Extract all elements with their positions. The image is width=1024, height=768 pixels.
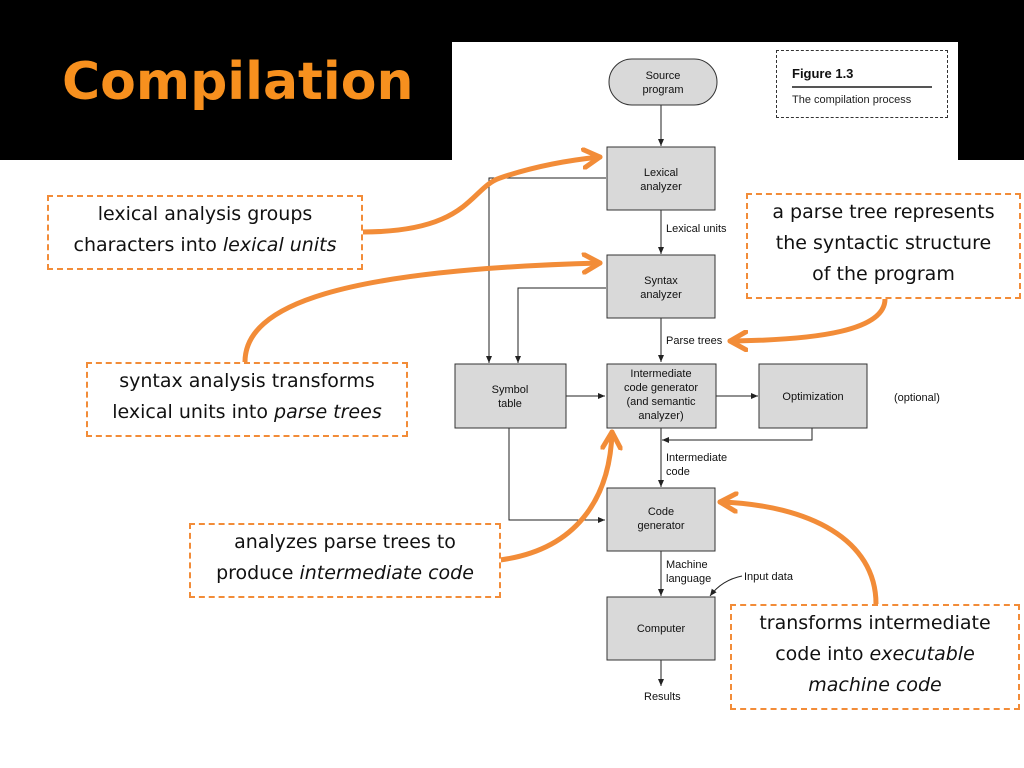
callout-intermediate-line-2-text: produce — [216, 562, 300, 584]
edge-syntax-symbol — [515, 287, 606, 363]
optimization-node — [758, 363, 868, 429]
symbol-label-1: Symbol — [492, 384, 529, 396]
callout-parse-tree-line-1: a parse tree represents — [772, 201, 995, 223]
lexical-analyzer-node — [606, 146, 716, 211]
source-program-node — [608, 58, 718, 106]
figure-caption-text: The compilation process — [792, 94, 912, 106]
callout-parse-tree-line-2: the syntactic structure — [775, 232, 992, 254]
callout-lexical-line-2-text: characters into — [73, 234, 223, 256]
callout-code-generation: transforms intermediate code into execut… — [730, 604, 1020, 710]
figure-caption: Figure 1.3 The compilation process — [776, 50, 948, 118]
slide-title: Compilation — [62, 52, 414, 112]
caption-rule — [792, 86, 932, 88]
callout-intermediate-emphasis: intermediate code — [299, 562, 474, 584]
edge-label-machine-language-2: language — [666, 573, 711, 585]
codegen-label-2: generator — [637, 520, 684, 532]
callout-codegen-emphasis-1: executable — [869, 643, 975, 665]
code-generator-node — [606, 487, 716, 552]
callout-lexical-emphasis: lexical units — [222, 234, 337, 256]
callout-codegen-line-2: code into executable — [732, 639, 1018, 670]
callout-lexical-line-1: lexical analysis groups — [97, 203, 313, 225]
syntax-label-2: analyzer — [640, 289, 682, 301]
arrow-codegen-callout — [717, 502, 879, 607]
callout-codegen-line-3: machine code — [732, 670, 1018, 701]
edge-label-machine-language-1: Machine — [666, 559, 708, 571]
computer-node — [606, 596, 716, 661]
callout-codegen-emphasis-2: machine code — [808, 674, 942, 696]
callout-parse-tree-line-3: of the program — [812, 263, 955, 285]
edge-label-results: Results — [644, 691, 681, 703]
edge-label-lexical-units: Lexical units — [666, 223, 727, 235]
codegen-label-1: Code — [648, 506, 674, 518]
callout-codegen-line-1: transforms intermediate — [759, 612, 991, 634]
optimization-label: Optimization — [782, 391, 843, 403]
callout-syntax-analysis: syntax analysis transforms lexical units… — [86, 362, 408, 437]
arrow-parse-tree-callout — [727, 296, 888, 341]
lexical-label-1: Lexical — [644, 167, 678, 179]
arrow-syntax-callout — [242, 263, 603, 365]
lexical-label-2: analyzer — [640, 181, 682, 193]
callout-codegen-line-2-text: code into — [775, 643, 870, 665]
source-label-2: program — [643, 84, 684, 96]
annotation-arrows — [242, 157, 888, 607]
callout-syntax-line-2: lexical units into parse trees — [88, 397, 406, 428]
edge-label-intermediate-code-1: Intermediate — [666, 452, 727, 464]
syntax-label-1: Syntax — [644, 275, 678, 287]
edge-symbol-codegen — [508, 428, 605, 523]
optional-label: (optional) — [894, 392, 940, 404]
callout-intermediate-line-1: analyzes parse trees to — [234, 531, 456, 553]
callout-syntax-line-2-text: lexical units into — [112, 401, 275, 423]
edge-label-parse-trees: Parse trees — [666, 335, 723, 347]
callout-syntax-emphasis: parse trees — [274, 401, 382, 423]
arrow-lexical-callout — [359, 157, 603, 235]
intermediate-label-2: code generator — [624, 382, 698, 394]
figure-number: Figure 1.3 — [792, 66, 854, 81]
edge-label-intermediate-code-2: code — [666, 466, 690, 478]
computer-label: Computer — [637, 623, 686, 635]
syntax-analyzer-node — [606, 254, 716, 319]
callout-lexical-analysis: lexical analysis groups characters into … — [47, 195, 363, 270]
source-label-1: Source — [646, 70, 681, 82]
symbol-label-2: table — [498, 398, 522, 410]
edge-lexical-symbol — [486, 177, 606, 363]
intermediate-code-generator-node — [606, 363, 717, 429]
edge-optimization-return — [662, 428, 813, 443]
callout-lexical-line-2: characters into lexical units — [49, 230, 361, 261]
flow-edges — [486, 105, 813, 686]
intermediate-label-4: analyzer) — [638, 410, 683, 422]
intermediate-label-1: Intermediate — [630, 368, 691, 380]
symbol-table-node — [454, 363, 567, 429]
callout-syntax-line-1: syntax analysis transforms — [119, 370, 375, 392]
callout-intermediate-line-2: produce intermediate code — [191, 558, 499, 589]
callout-intermediate-code: analyzes parse trees to produce intermed… — [189, 523, 501, 598]
callout-parse-tree: a parse tree represents the syntactic st… — [746, 193, 1021, 299]
edge-input-data — [709, 575, 743, 597]
intermediate-label-3: (and semantic — [626, 396, 696, 408]
arrow-intermediate-callout — [497, 429, 612, 563]
edge-label-input-data: Input data — [744, 571, 794, 583]
